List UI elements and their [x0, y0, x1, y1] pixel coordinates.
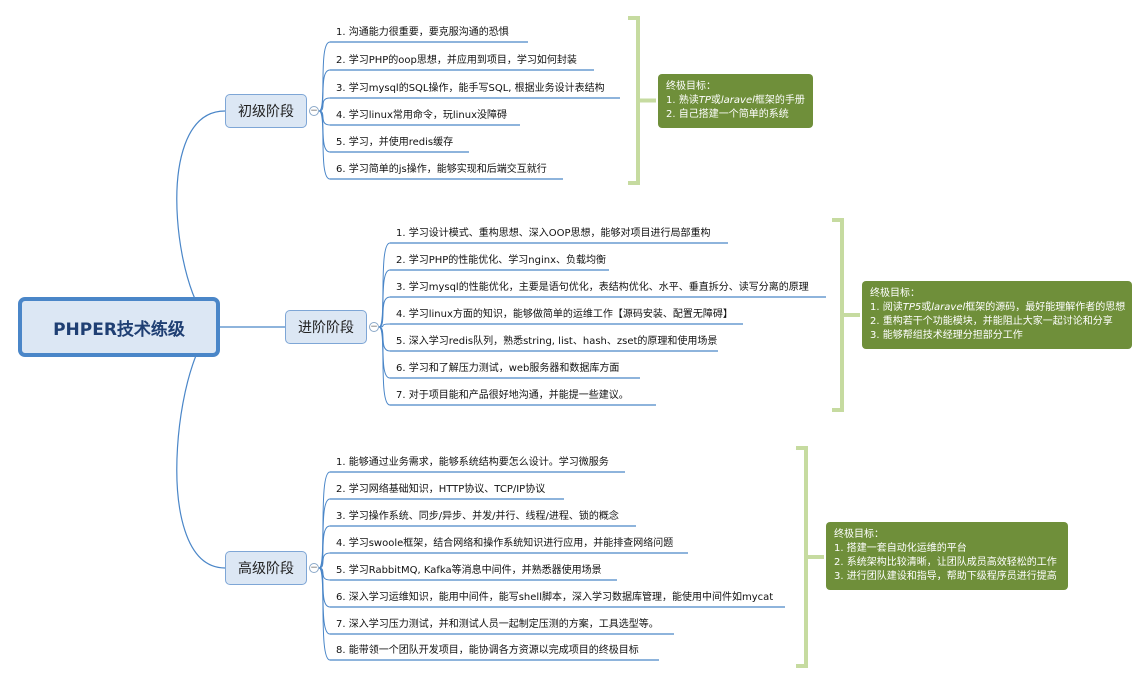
list-item[interactable]: 2. 学习PHP的oop思想，并应用到项目，学习如何封装 [336, 55, 577, 66]
list-item[interactable]: 2. 学习网络基础知识，HTTP协议、TCP/IP协议 [336, 484, 546, 495]
stage-to-item-connector [318, 110, 331, 180]
stage-to-item-connector [318, 552, 331, 569]
stage-to-item-connector [378, 296, 391, 328]
goal-box[interactable]: 终极目标： 1. 熟读TP或laravel框架的手册 2. 自己搭建一个简单的系统 [658, 74, 813, 128]
stage-label: 进阶阶段 [298, 320, 354, 336]
collapse-toggle-icon[interactable]: − [309, 563, 319, 573]
goal-line: 2. 重构若干个功能模块，并能阻止大家一起讨论和分享 [870, 316, 1113, 327]
goal-box[interactable]: 终极目标： 1. 搭建一套自动化运维的平台 2. 系统架构比较清晰，让团队成员高效轻… [826, 522, 1068, 590]
list-item[interactable]: 5. 学习RabbitMQ, Kafka等消息中间件，并熟悉器使用场景 [336, 565, 602, 576]
goal-line: 2. 自己搭建一个简单的系统 [666, 109, 789, 120]
list-item[interactable]: 1. 能够通过业务需求，能够系统结构要怎么设计。学习微服务 [336, 457, 609, 468]
list-item[interactable]: 6. 学习和了解压力测试，web服务器和数据库方面 [396, 363, 620, 374]
list-item[interactable]: 3. 学习操作系统、同步/异步、并发/并行、线程/进程、锁的概念 [336, 511, 619, 522]
list-item[interactable]: 8. 能带领一个团队开发项目，能协调各方资源以完成项目的终极目标 [336, 645, 639, 656]
goal-line: 2. 系统架构比较清晰，让团队成员高效轻松的工作 [834, 557, 1057, 568]
list-item[interactable]: 4. 学习linux方面的知识，能够做简单的运维工作【源码安装、配置无障碍】 [396, 309, 733, 320]
stage-node[interactable]: 初级阶段 [225, 94, 307, 128]
stage-node[interactable]: 进阶阶段 [285, 310, 367, 344]
stage-to-item-connector [378, 326, 391, 379]
stage-to-item-connector [318, 567, 331, 608]
stage-to-item-connector [318, 525, 331, 569]
goal-line: 1. 阅读TP5或laravel框架的源码，最好能理解作者的思想 [870, 302, 1126, 313]
stage-node[interactable]: 高级阶段 [225, 551, 307, 585]
list-item[interactable]: 3. 学习mysql的SQL操作，能手写SQL, 根据业务设计表结构 [336, 83, 605, 94]
stage-to-item-connector [378, 326, 391, 406]
root-to-stage-connector [176, 326, 226, 569]
list-item[interactable]: 6. 深入学习运维知识，能用中间件，能写shell脚本，深入学习数据库管理，能使… [336, 592, 774, 603]
collapse-toggle-icon[interactable]: − [309, 106, 319, 116]
summary-bracket [796, 446, 824, 668]
root-to-stage-connector [176, 110, 226, 328]
collapse-toggle-icon[interactable]: − [369, 322, 379, 332]
list-item[interactable]: 1. 学习设计模式、重构思想、深入OOP思想，能够对项目进行局部重构 [396, 228, 711, 239]
list-item[interactable]: 3. 学习mysql的性能优化，主要是语句优化，表结构优化、水平、垂直拆分、读写… [396, 282, 809, 293]
list-item[interactable]: 7. 深入学习压力测试，并和测试人员一起制定压测的方案，工具选型等。 [336, 619, 659, 630]
summary-bracket [832, 218, 860, 412]
list-item[interactable]: 1. 沟通能力很重要，要克服沟通的恐惧 [336, 27, 509, 38]
list-item[interactable]: 6. 学习简单的js操作，能够实现和后端交互就行 [336, 164, 547, 175]
stage-to-item-connector [318, 567, 331, 661]
goal-title: 终极目标： [870, 288, 920, 299]
stage-label: 高级阶段 [238, 561, 294, 577]
stage-to-item-connector [318, 97, 331, 112]
list-item[interactable]: 2. 学习PHP的性能优化、学习nginx、负载均衡 [396, 255, 607, 266]
goal-line: 1. 搭建一套自动化运维的平台 [834, 543, 967, 554]
goal-box[interactable]: 终极目标： 1. 阅读TP5或laravel框架的源码，最好能理解作者的思想 2. … [862, 281, 1132, 349]
summary-bracket [628, 16, 656, 185]
list-item[interactable]: 5. 学习，并使用redis缓存 [336, 137, 454, 148]
stage-to-item-connector [318, 69, 331, 112]
goal-line: 1. 熟读TP或laravel框架的手册 [666, 95, 805, 106]
list-item[interactable]: 4. 学习linux常用命令，玩linux没障碍 [336, 110, 508, 121]
list-item[interactable]: 4. 学习swoole框架，结合网络和操作系统知识进行应用，并能排查网络问题 [336, 538, 674, 549]
stage-to-item-connector [378, 242, 391, 328]
list-item[interactable]: 7. 对于项目能和产品很好地沟通，并能提一些建议。 [396, 390, 629, 401]
stage-label: 初级阶段 [238, 104, 294, 120]
list-item[interactable]: 5. 深入学习redis队列，熟悉string, list、hash、zset的… [396, 336, 718, 347]
root-label: PHPER技术练级 [53, 319, 185, 340]
stage-to-item-connector [378, 269, 391, 328]
stage-to-item-connector [318, 110, 331, 153]
goal-line: 3. 能够帮组技术经理分担部分工作 [870, 330, 1023, 341]
goal-line: 3. 进行团队建设和指导，帮助下级程序员进行提高 [834, 571, 1057, 582]
root-node[interactable]: PHPER技术练级 [18, 297, 220, 357]
goal-title: 终极目标： [666, 81, 716, 92]
goal-title: 终极目标： [834, 529, 884, 540]
